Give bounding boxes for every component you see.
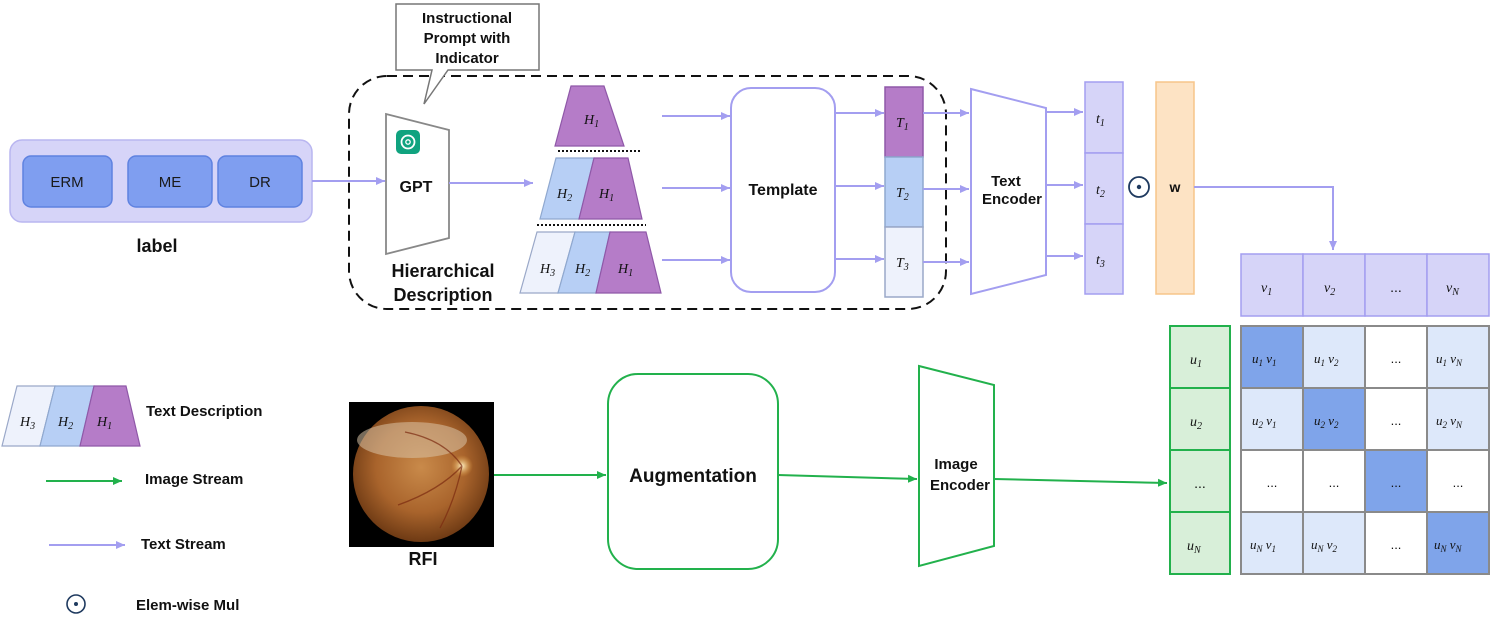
legend-text-description-label: Text Description — [146, 403, 262, 420]
w-label: w — [1169, 179, 1181, 195]
rfi-fundus-image — [349, 402, 494, 547]
gpt-block: GPT — [385, 112, 450, 256]
legend-image-stream-label: Image Stream — [145, 471, 243, 488]
label-item-dr — [217, 155, 303, 208]
svg-text:...: ... — [1194, 475, 1206, 491]
svg-text:t2: t2 — [1096, 183, 1105, 200]
label-item-erm-text: ERM — [50, 174, 83, 191]
svg-text:H1: H1 — [617, 262, 633, 279]
arrow-encoder-to-u — [993, 478, 1168, 487]
legend-text-description: H3 H2 H1 Text Description — [1, 385, 262, 447]
svg-text:u2 v2: u2 v2 — [1314, 413, 1339, 430]
augmentation-box — [607, 373, 779, 570]
image-encoder-line2: Encoder — [930, 477, 990, 494]
image-encoder-line1: Image — [934, 456, 977, 473]
augmentation-label: Augmentation — [629, 466, 757, 487]
hierarchy-level-2: H2 H1 — [539, 157, 643, 220]
text-encoder — [970, 87, 1047, 296]
svg-text:H1: H1 — [583, 113, 599, 130]
svg-text:t3: t3 — [1096, 253, 1105, 270]
hierarchical-box — [348, 75, 947, 310]
gpt-label: GPT — [400, 179, 433, 196]
similarity-matrix: u1 v1 u1 v2 ... u1 vN u2 v1 u2 v2 ... u2… — [1240, 325, 1490, 575]
arrow-augmentation-to-encoder — [777, 474, 918, 483]
label-group: ERM ME DR label — [9, 139, 313, 256]
u-column: u1 u2 ... uN — [1169, 325, 1231, 575]
svg-text:T3: T3 — [896, 256, 909, 273]
legend-elem-wise-label: Elem-wise Mul — [136, 597, 239, 614]
rfi-label: RFI — [409, 549, 438, 569]
label-caption: label — [136, 236, 177, 256]
t-descriptions: T1 T2 T3 — [884, 86, 924, 298]
template-label: Template — [748, 182, 817, 199]
hierarchy-level-3: H3 H2 H1 — [519, 231, 662, 294]
text-encoder-line2: Encoder — [982, 191, 1042, 208]
svg-text:...: ... — [1391, 537, 1402, 552]
hierarchy-level-1: H1 — [554, 85, 625, 147]
t-vector-column: t1 t2 t3 — [1084, 81, 1124, 295]
svg-text:T1: T1 — [896, 116, 909, 133]
svg-text:...: ... — [1329, 475, 1340, 490]
svg-text:...: ... — [1390, 279, 1402, 295]
openai-icon — [396, 130, 420, 154]
svg-text:v1: v1 — [1261, 281, 1272, 298]
svg-text:H2: H2 — [556, 187, 572, 204]
text-encoder-line1: Text — [991, 173, 1021, 190]
svg-text:H1: H1 — [598, 187, 614, 204]
image-encoder — [918, 364, 995, 568]
svg-text:u1 v1: u1 v1 — [1252, 351, 1277, 368]
svg-text:H3: H3 — [539, 262, 555, 279]
legend-text-stream-label: Text Stream — [141, 536, 226, 553]
svg-text:...: ... — [1391, 413, 1402, 428]
svg-text:...: ... — [1267, 475, 1278, 490]
label-item-dr-text: DR — [249, 174, 271, 191]
svg-text:H2: H2 — [574, 262, 590, 279]
svg-text:v2: v2 — [1324, 281, 1335, 298]
svg-text:...: ... — [1391, 475, 1402, 490]
label-item-erm — [22, 155, 113, 208]
callout-line2: Prompt with — [424, 30, 511, 47]
svg-text:u2 v1: u2 v1 — [1252, 413, 1277, 430]
v-row: v1 v2 ... vN — [1240, 253, 1490, 317]
svg-text:t1: t1 — [1096, 112, 1105, 129]
instructional-prompt-callout: Instructional Prompt with Indicator — [395, 3, 540, 105]
label-item-me — [127, 155, 213, 208]
hierarchical-line2: Description — [393, 285, 492, 305]
svg-text:u1 v2: u1 v2 — [1314, 351, 1339, 368]
callout-line1: Instructional — [422, 10, 512, 27]
arrow-w-to-v — [1194, 186, 1337, 250]
svg-text:...: ... — [1391, 351, 1402, 366]
hierarchical-line1: Hierarchical — [391, 261, 494, 281]
template-box — [730, 87, 836, 293]
label-item-me-text: ME — [159, 174, 182, 191]
callout-line3: Indicator — [435, 50, 499, 67]
svg-text:...: ... — [1453, 475, 1464, 490]
w-weight-box — [1155, 81, 1195, 295]
svg-text:T2: T2 — [896, 186, 909, 203]
